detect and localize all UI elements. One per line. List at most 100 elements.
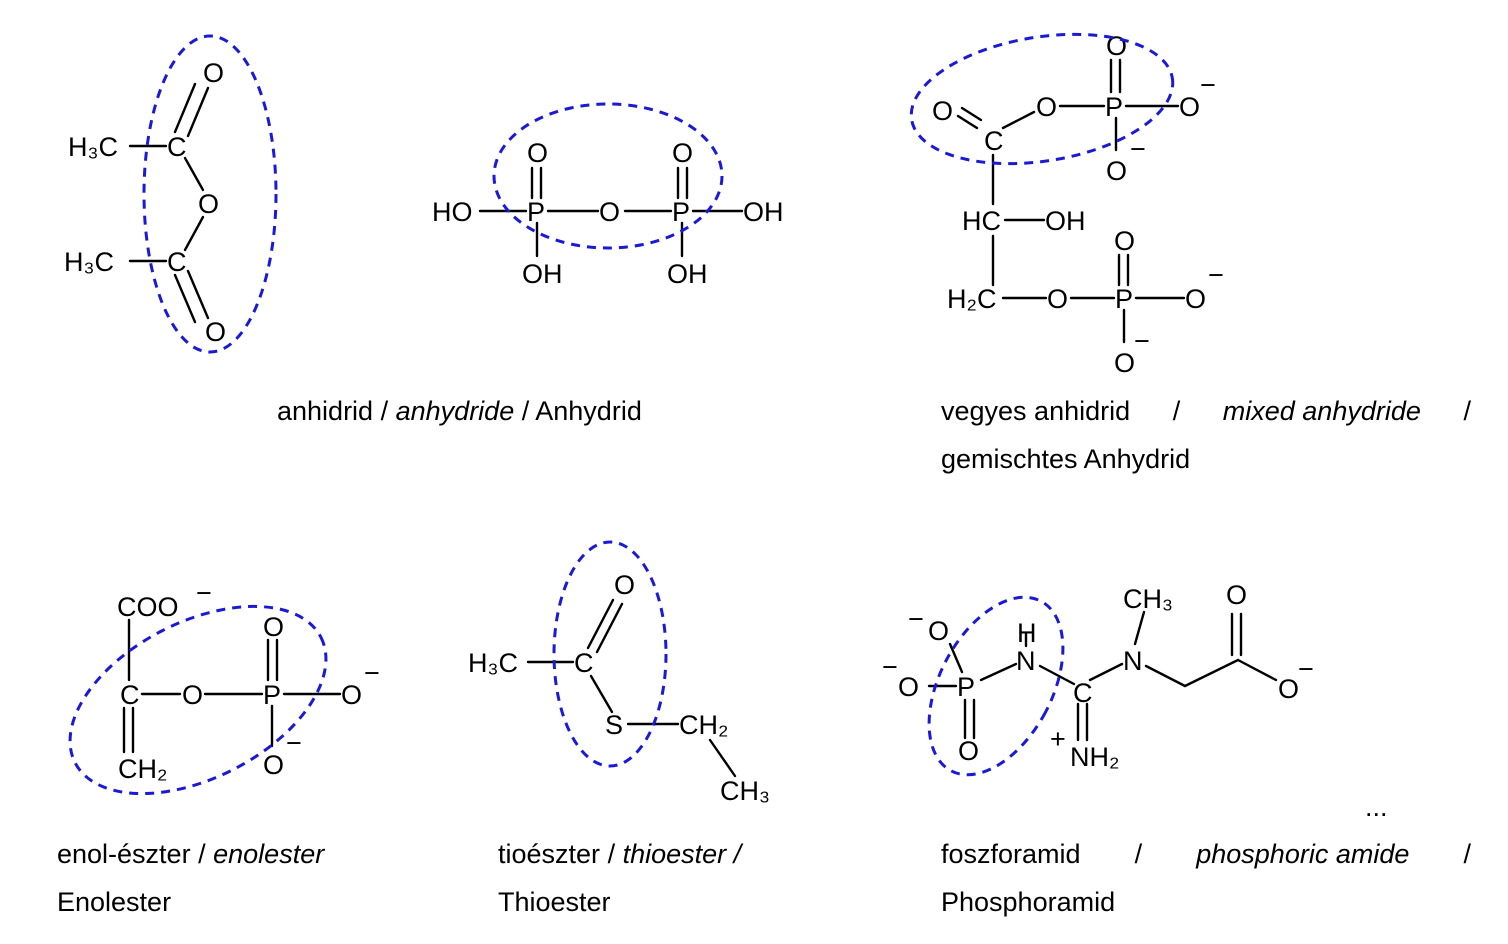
atom-p2-o-top: O bbox=[1114, 226, 1135, 256]
structure-acetic-anhydride: H₃C C O O H₃C C O bbox=[64, 34, 278, 354]
atom-bridge-o: O bbox=[198, 189, 219, 219]
atom-p: P bbox=[957, 672, 975, 702]
caption-mixed-hu: vegyes anhidrid bbox=[941, 396, 1131, 426]
caption-anhydride-en: anhydride bbox=[395, 396, 515, 426]
caption-sep: / bbox=[1134, 839, 1143, 869]
atom-nh-h: H bbox=[1017, 618, 1037, 648]
atom-vinyl-ch2: CH₂ bbox=[118, 754, 167, 784]
structure-phosphocreatine: − O − O P O H N C + NH₂ N CH₃ O O − bbox=[882, 580, 1314, 777]
atom-carbonyl-c2: C bbox=[167, 247, 187, 277]
atom-c3: H₂C bbox=[947, 284, 996, 314]
caption-thio-de: Thioester bbox=[498, 887, 611, 917]
atom-carboxyl-o: O bbox=[1278, 674, 1299, 704]
caption-enol-line-1: enol-észter / enolester bbox=[57, 830, 324, 878]
caption-enol-ester: enol-észter / enolester Enolester bbox=[57, 830, 324, 926]
atom-n-methyl-n: N bbox=[1123, 646, 1143, 676]
highlight-phosphoramide-group bbox=[927, 595, 1065, 777]
caption-anhydride-hu: anhidrid bbox=[277, 396, 374, 426]
structure-bisphosphoglycerate: O C O P O O − O − HC OH H₂C O P O O − O … bbox=[909, 31, 1224, 378]
atom-oh-bottom-1: OH bbox=[522, 259, 563, 289]
charge-carboxylate: − bbox=[196, 578, 212, 608]
atom-p-o-top: O bbox=[928, 616, 949, 646]
charge-p-o-bottom: − bbox=[286, 728, 302, 758]
charge-p1-o-right: − bbox=[1200, 70, 1216, 100]
caption-enol-de: Enolester bbox=[57, 887, 172, 917]
atom-o-top-1: O bbox=[527, 138, 548, 168]
atom-p1: P bbox=[1105, 92, 1123, 122]
atom-c3-o: O bbox=[1047, 284, 1068, 314]
atom-p-o-right: O bbox=[341, 680, 362, 710]
caption-enol-hu: enol-észter bbox=[57, 839, 191, 869]
caption-sep: / bbox=[1172, 396, 1181, 426]
atom-p2: P bbox=[672, 197, 690, 227]
atom-c2-oh: OH bbox=[1045, 206, 1086, 236]
caption-enol-en: enolester bbox=[213, 839, 325, 869]
caption-phospho-line-1: foszforamid / phosphoric amide / bbox=[941, 830, 1471, 878]
atom-p2: P bbox=[1115, 284, 1133, 314]
charge-p2-o-bottom: − bbox=[1134, 326, 1150, 356]
charge-p-o-left: − bbox=[882, 652, 898, 682]
charge-p2-o-right: − bbox=[1208, 260, 1224, 290]
atom-carbonyl-o: O bbox=[932, 96, 953, 126]
atom-carboxyl-o-top: O bbox=[1226, 580, 1247, 610]
atom-oh-right: OH bbox=[743, 197, 784, 227]
atom-p1: P bbox=[527, 197, 545, 227]
highlight-mixed-anhydride-group bbox=[909, 32, 1175, 166]
atom-p-o-bottom: O bbox=[263, 750, 284, 780]
caption-sep: / bbox=[198, 839, 206, 869]
atom-p1-o-top: O bbox=[1106, 31, 1127, 61]
atom-ethyl-ch2: CH₂ bbox=[679, 710, 728, 740]
structure-phosphoenolpyruvate: COO − C O P O O − O − CH₂ bbox=[68, 578, 380, 796]
atom-carbonyl-o2: O bbox=[205, 317, 226, 347]
atom-bridge-o: O bbox=[1036, 92, 1057, 122]
highlight-anhydride-group bbox=[142, 34, 278, 354]
caption-sep: / bbox=[1463, 396, 1471, 426]
caption-anhydride-de: Anhydrid bbox=[535, 396, 642, 426]
caption-anhydride: anhidrid / anhydride / Anhydrid bbox=[277, 387, 642, 435]
caption-phospho-en: phosphoric amide bbox=[1196, 839, 1410, 869]
charge-plus: + bbox=[1050, 724, 1066, 754]
structure-pyrophosphoric-acid: HO P O P OH O O OH OH bbox=[432, 102, 784, 289]
atom-enol-c: C bbox=[120, 680, 140, 710]
charge-carboxyl-o: − bbox=[1298, 654, 1314, 684]
caption-sep: / bbox=[380, 396, 389, 426]
atom-p1-o-bottom: O bbox=[1106, 156, 1127, 186]
charge-p-o-right: − bbox=[364, 658, 380, 688]
caption-mixed-de: gemischtes Anhydrid bbox=[941, 444, 1191, 474]
charge-p-o-top: − bbox=[908, 604, 924, 634]
caption-sep: / bbox=[521, 396, 530, 426]
caption-mixed-line-1: vegyes anhidrid / mixed anhydride / bbox=[941, 387, 1471, 435]
caption-thio-hu: tioészter bbox=[498, 839, 601, 869]
atom-nh-n: N bbox=[1016, 646, 1036, 676]
atom-p2-o-bottom: O bbox=[1114, 348, 1135, 378]
atom-c1: C bbox=[984, 126, 1004, 156]
atom-methyl: H₃C bbox=[468, 648, 518, 678]
caption-thio-line-1: tioészter / thioester / bbox=[498, 830, 741, 878]
highlight-anhydride-group bbox=[492, 102, 724, 250]
caption-phospho-de: Phosphoramid bbox=[941, 887, 1116, 917]
atom-oh-bottom-2: OH bbox=[667, 259, 708, 289]
atom-carbonyl-c: C bbox=[574, 648, 594, 678]
atom-p1-o-right: O bbox=[1179, 92, 1200, 122]
caption-phospho-hu: foszforamid bbox=[941, 839, 1081, 869]
caption-thio-en: thioester bbox=[622, 839, 727, 869]
atom-methyl-1: H₃C bbox=[68, 132, 118, 162]
atom-methyl-2: H₃C bbox=[64, 247, 114, 277]
atom-c2: HC bbox=[962, 206, 1001, 236]
atom-amine: NH₂ bbox=[1070, 742, 1119, 772]
atom-o-top-2: O bbox=[672, 138, 693, 168]
atom-p-o-top: O bbox=[263, 612, 284, 642]
atom-carbonyl-c1: C bbox=[167, 132, 187, 162]
atom-carboxylate: COO bbox=[117, 592, 179, 622]
caption-phosphoramide: foszforamid / phosphoric amide / Phospho… bbox=[941, 830, 1471, 926]
caption-mixed-anhydride: vegyes anhidrid / mixed anhydride / gemi… bbox=[941, 387, 1471, 483]
caption-sep: / bbox=[607, 839, 616, 869]
atom-carbonyl-o1: O bbox=[203, 58, 224, 88]
atom-n-methyl-ch3: CH₃ bbox=[1123, 584, 1173, 614]
caption-thioester: tioészter / thioester / Thioester bbox=[498, 830, 741, 926]
highlight-thioester-group bbox=[552, 540, 668, 768]
atom-carbonyl-o: O bbox=[614, 570, 635, 600]
atom-bridge-o: O bbox=[599, 197, 620, 227]
